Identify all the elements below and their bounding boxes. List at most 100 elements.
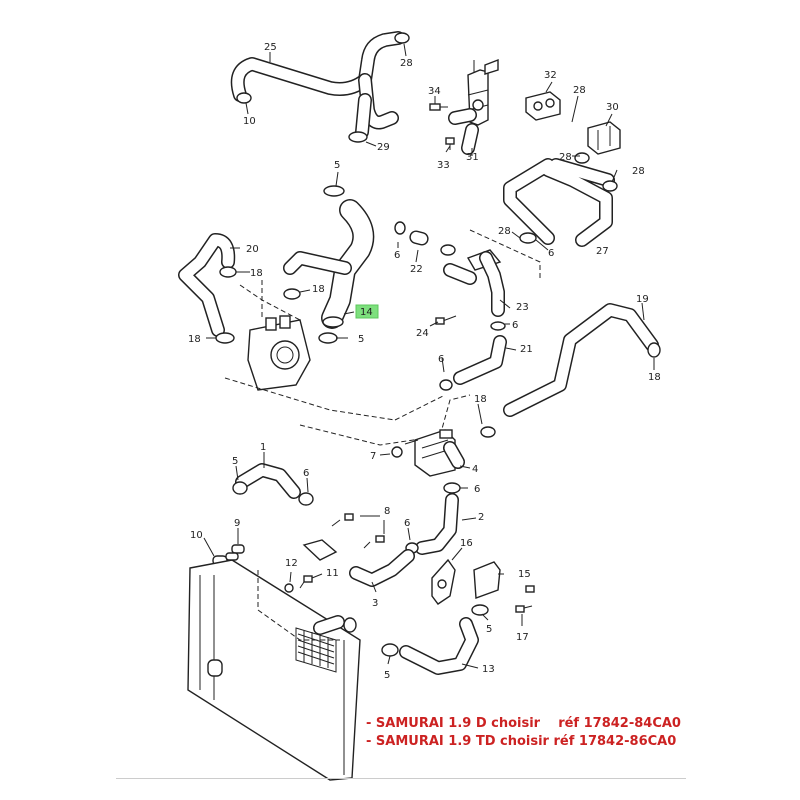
bottom-divider <box>116 778 686 779</box>
callout-18: 18 <box>250 268 263 279</box>
callout-29: 29 <box>377 142 390 153</box>
clamp-5-d <box>381 643 399 657</box>
clamp-5-b <box>318 332 338 344</box>
callout-31: 31 <box>466 152 479 163</box>
reference-note-1: - SAMURAI 1.9 D choisir réf 17842-84CA0 <box>366 716 681 731</box>
callout-14: 14 <box>360 307 373 318</box>
clamp-29 <box>348 131 368 143</box>
reservoir-15 <box>473 561 501 599</box>
callout-5: 5 <box>384 670 390 681</box>
callout-2: 2 <box>478 512 484 523</box>
callout-9: 9 <box>234 518 240 529</box>
callout-6: 6 <box>548 248 554 259</box>
clamp-near-16 <box>471 604 489 616</box>
pipe-stub-7 <box>404 439 419 445</box>
bolt-34 <box>429 103 448 111</box>
callout-13: 13 <box>482 664 495 675</box>
clamp-6-d <box>443 482 461 494</box>
callout-12: 12 <box>285 558 298 569</box>
callout-23: 23 <box>516 302 529 313</box>
callout-15: 15 <box>518 569 531 580</box>
bracket-16 <box>431 558 456 605</box>
callout-5: 5 <box>486 624 492 635</box>
callout-6: 6 <box>394 250 400 261</box>
clamp-6-c <box>298 492 314 506</box>
callout-33: 33 <box>437 160 450 171</box>
water-pump <box>247 315 311 391</box>
callout-21: 21 <box>520 344 533 355</box>
callout-18: 18 <box>474 394 487 405</box>
callout-5: 5 <box>334 160 340 171</box>
reference-note-2: - SAMURAI 1.9 TD choisir réf 17842-86CA0 <box>366 734 677 749</box>
dash-line-c <box>299 394 471 446</box>
callout-27: 27 <box>596 246 609 257</box>
clamp-18-e <box>480 426 496 438</box>
washer-12 <box>284 583 294 593</box>
clamp-18-c <box>215 332 235 344</box>
clamp-6-tm <box>440 244 456 256</box>
callout-18: 18 <box>188 334 201 345</box>
callouts: 25 28 10 29 34 32 28 30 33 31 5 28 28 28… <box>188 42 661 681</box>
dash-line-b <box>469 229 541 278</box>
dash-line-a <box>224 377 396 421</box>
callout-6: 6 <box>474 484 480 495</box>
bolts-8 <box>331 513 385 549</box>
pipe-22 <box>409 230 429 246</box>
callout-30: 30 <box>606 102 619 113</box>
callout-28: 28 <box>632 166 645 177</box>
clamp-18-b <box>283 288 301 300</box>
callout-25: 25 <box>264 42 277 53</box>
callout-32: 32 <box>544 70 557 81</box>
callout-10: 10 <box>190 530 203 541</box>
clamp-5-top <box>323 185 345 197</box>
callout-18: 18 <box>648 372 661 383</box>
callout-28: 28 <box>559 152 572 163</box>
bolt-33 <box>445 137 455 150</box>
clamp-18-d <box>647 342 661 358</box>
hose-1 <box>235 463 301 499</box>
callout-20: 20 <box>246 244 259 255</box>
dash-pump <box>239 280 301 321</box>
clamp-6-a <box>394 221 406 235</box>
clamp-28-c <box>574 152 590 164</box>
callout-18: 18 <box>312 284 325 295</box>
callout-8: 8 <box>384 506 390 517</box>
callout-6: 6 <box>438 354 444 365</box>
callout-14-highlight <box>355 304 379 319</box>
bracket-31 <box>448 58 499 155</box>
clamp-5-c <box>232 481 248 495</box>
housing-4 <box>414 429 465 477</box>
callout-6: 6 <box>404 518 410 529</box>
clamp-28-d <box>602 180 618 192</box>
callout-4: 4 <box>472 464 478 475</box>
bolt-24 <box>435 315 457 325</box>
gasket-32 <box>525 91 561 121</box>
hose-23 <box>443 249 505 317</box>
hose-21 <box>453 335 507 385</box>
callout-10: 10 <box>243 116 256 127</box>
callout-17: 17 <box>516 632 529 643</box>
hose-13 <box>399 617 479 675</box>
clamp-10-top <box>236 92 252 104</box>
clamp-28-top <box>394 32 410 44</box>
callout-3: 3 <box>372 598 378 609</box>
hose-20 <box>178 233 236 337</box>
callout-6: 6 <box>303 468 309 479</box>
hose-2 <box>415 493 459 555</box>
hose-27 <box>503 158 615 247</box>
clamp-6-b <box>439 379 453 391</box>
part-9 <box>231 544 245 554</box>
bracket-30 <box>587 121 621 155</box>
callout-11: 11 <box>326 568 339 579</box>
callout-28: 28 <box>400 58 413 69</box>
oring-7 <box>391 446 403 458</box>
clamp-28-e <box>519 232 537 244</box>
clamp-18-a <box>219 266 237 278</box>
callout-16: 16 <box>460 538 473 549</box>
hose-25 <box>230 31 405 139</box>
bolt-11 <box>299 575 313 589</box>
radiator <box>187 552 361 781</box>
callout-5: 5 <box>232 456 238 467</box>
